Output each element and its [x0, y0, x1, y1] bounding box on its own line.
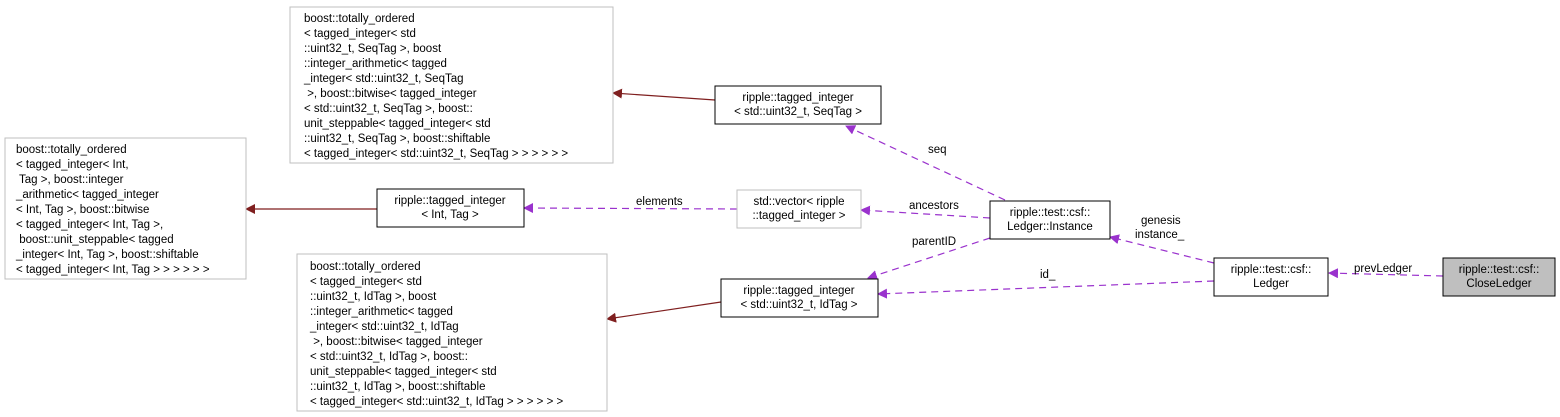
node-tagged-integer-seqtag[interactable]: ripple::tagged_integer < std::uint32_t, … — [714, 85, 882, 125]
edge-idtag-inherits-boost — [606, 301, 722, 323]
boost-int-tag-line-3: Tag >, boost::integer — [16, 174, 124, 186]
edge-ledger-id — [877, 280, 1215, 299]
edge-instance-parent-id — [867, 237, 991, 280]
edge-seqtag-inherits-boost — [612, 88, 716, 101]
boost-idtag-line-6: >, boost::bitwise< tagged_integer — [310, 336, 483, 348]
boost-idtag-line-8: unit_steppable< tagged_integer< std — [310, 366, 497, 378]
boost-int-tag-line-7: boost::unit_steppable< tagged — [16, 234, 174, 246]
boost-seqtag-line-3: ::uint32_t, SeqTag >, boost — [304, 43, 442, 55]
boost-idtag-line-3: ::uint32_t, IdTag >, boost — [310, 291, 437, 303]
boost-idtag-line-2: < tagged_integer< std — [310, 276, 422, 288]
node-close-ledger[interactable]: ripple::test::csf:: CloseLedger — [1442, 257, 1556, 297]
edge-label-instance: instance_ — [1135, 229, 1185, 241]
edge-label-ancestors: ancestors — [909, 200, 959, 212]
edge-label-id: id_ — [1040, 269, 1056, 281]
boost-int-tag-line-4: _arithmetic< tagged_integer — [15, 189, 159, 201]
node-seqtag-line-1: ripple::tagged_integer — [742, 92, 853, 104]
boost-int-tag-line-1: boost::totally_ordered — [16, 144, 127, 156]
boost-seqtag-line-2: < tagged_integer< std — [304, 28, 416, 40]
edge-vector-elements — [523, 203, 738, 214]
node-tagged-integer-int-tag[interactable]: ripple::tagged_integer < Int, Tag > — [376, 188, 525, 228]
node-ledger-instance[interactable]: ripple::test::csf:: Ledger::Instance — [989, 200, 1111, 240]
boost-idtag-line-10: < tagged_integer< std::uint32_t, IdTag >… — [310, 396, 563, 408]
node-seqtag-line-2: < std::uint32_t, SeqTag > — [734, 106, 862, 118]
node-boost-ordered-seqtag[interactable]: boost::totally_ordered < tagged_integer<… — [289, 6, 614, 164]
edge-label-genesis: genesis — [1141, 215, 1181, 227]
node-boost-ordered-int-tag[interactable]: boost::totally_ordered < tagged_integer<… — [4, 137, 247, 280]
node-close-ledger-line-1: ripple::test::csf:: — [1459, 264, 1540, 276]
boost-idtag-line-7: < std::uint32_t, IdTag >, boost:: — [310, 351, 468, 363]
node-idtag-line-2: < std::uint32_t, IdTag > — [741, 299, 858, 311]
edge-label-prev-ledger: prevLedger — [1354, 263, 1412, 275]
edge-ledger-instance — [1109, 234, 1215, 264]
edge-label-elements: elements — [636, 196, 683, 208]
node-close-ledger-line-2: CloseLedger — [1466, 278, 1531, 290]
edge-instance-ancestors — [860, 205, 991, 219]
boost-seqtag-line-6: >, boost::bitwise< tagged_integer — [304, 88, 477, 100]
node-boost-ordered-idtag[interactable]: boost::totally_ordered < tagged_integer<… — [296, 253, 608, 412]
node-ledger[interactable]: ripple::test::csf:: Ledger — [1213, 257, 1329, 297]
boost-int-tag-line-8: _integer< Int, Tag >, boost::shiftable — [15, 249, 199, 261]
node-ledger-line-1: ripple::test::csf:: — [1231, 264, 1312, 276]
node-int-tag-line-1: ripple::tagged_integer — [394, 195, 505, 207]
edge-instance-seq — [845, 125, 1006, 201]
boost-idtag-line-5: _integer< std::uint32_t, IdTag — [309, 321, 459, 333]
boost-int-tag-line-2: < tagged_integer< Int, — [16, 159, 129, 171]
node-tagged-integer-idtag[interactable]: ripple::tagged_integer < std::uint32_t, … — [720, 278, 879, 318]
node-vector-line-1: std::vector< ripple — [753, 196, 844, 208]
boost-int-tag-line-5: < Int, Tag >, boost::bitwise — [16, 204, 149, 216]
node-vector-tagged-integer[interactable]: std::vector< ripple ::tagged_integer > — [736, 189, 862, 229]
node-idtag-line-1: ripple::tagged_integer — [743, 285, 854, 297]
boost-idtag-line-9: ::uint32_t, IdTag >, boost::shiftable — [310, 381, 486, 393]
boost-seqtag-line-7: < std::uint32_t, SeqTag >, boost:: — [304, 103, 473, 115]
boost-seqtag-line-5: _integer< std::uint32_t, SeqTag — [303, 73, 464, 85]
boost-int-tag-line-6: < tagged_integer< Int, Tag >, — [16, 219, 163, 231]
boost-seqtag-line-1: boost::totally_ordered — [304, 13, 415, 25]
edge-label-parent-id: parentID — [912, 236, 956, 248]
node-ledger-instance-line-1: ripple::test::csf:: — [1010, 207, 1091, 219]
node-vector-line-2: ::tagged_integer > — [752, 210, 845, 222]
node-int-tag-line-2: < Int, Tag > — [421, 209, 479, 221]
boost-seqtag-line-4: ::integer_arithmetic< tagged — [304, 58, 447, 70]
boost-int-tag-line-9: < tagged_integer< Int, Tag > > > > > > — [16, 264, 210, 276]
boost-idtag-line-4: ::integer_arithmetic< tagged — [310, 306, 453, 318]
boost-seqtag-line-9: ::uint32_t, SeqTag >, boost::shiftable — [304, 133, 490, 145]
node-ledger-line-2: Ledger — [1253, 278, 1289, 290]
boost-seqtag-line-8: unit_steppable< tagged_integer< std — [304, 118, 491, 130]
edge-label-seq: seq — [928, 144, 947, 156]
node-ledger-instance-line-2: Ledger::Instance — [1007, 221, 1093, 233]
boost-idtag-line-1: boost::totally_ordered — [310, 261, 421, 273]
boost-seqtag-line-10: < tagged_integer< std::uint32_t, SeqTag … — [304, 148, 568, 160]
